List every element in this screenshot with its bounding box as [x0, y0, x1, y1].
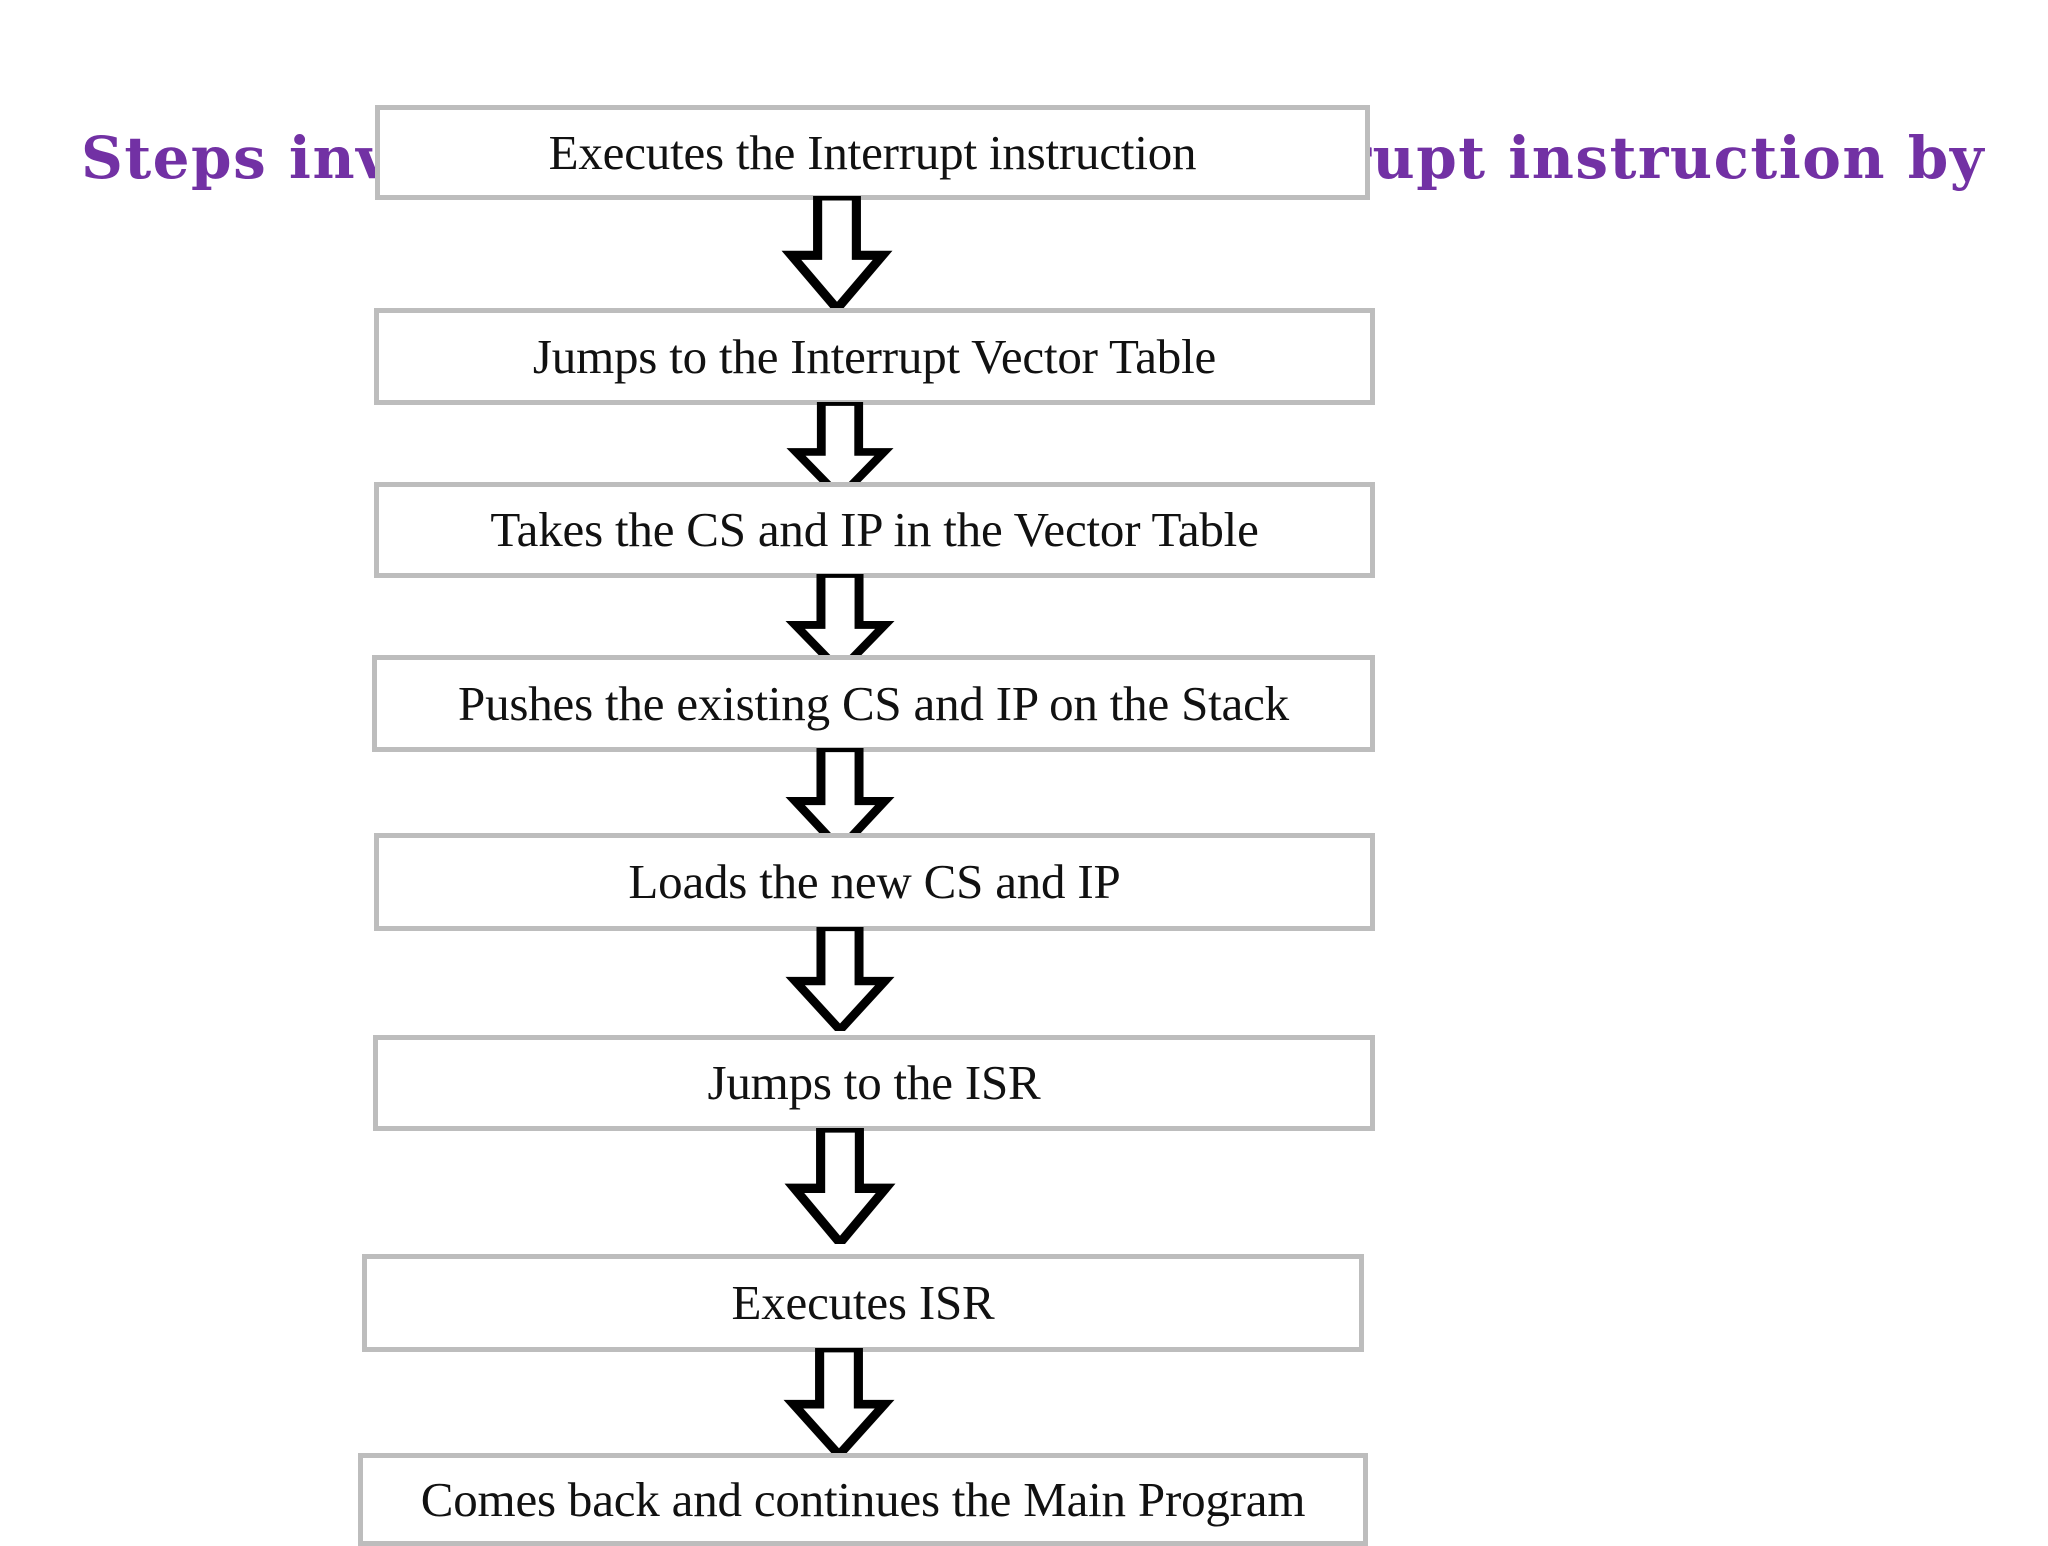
down-arrow-icon-1 — [780, 196, 894, 310]
down-arrow-icon-6 — [783, 1128, 897, 1244]
flow-step-label-3: Takes the CS and IP in the Vector Table — [490, 502, 1259, 558]
flow-step-box-5[interactable]: Loads the new CS and IP — [374, 833, 1375, 931]
flow-step-label-6: Jumps to the ISR — [707, 1055, 1041, 1111]
down-arrow-icon-7 — [782, 1348, 896, 1456]
flow-step-label-1: Executes the Interrupt instruction — [548, 124, 1197, 180]
flow-step-box-3[interactable]: Takes the CS and IP in the Vector Table — [374, 482, 1375, 578]
down-arrow-icon-3 — [784, 574, 896, 672]
down-arrow-icon-4 — [784, 748, 896, 850]
flow-step-label-8: Comes back and continues the Main Progra… — [420, 1471, 1306, 1527]
down-arrow-icon-5 — [784, 927, 896, 1031]
flow-step-box-4[interactable]: Pushes the existing CS and IP on the Sta… — [372, 655, 1375, 752]
flow-step-label-7: Executes ISR — [731, 1275, 995, 1331]
flow-step-box-8[interactable]: Comes back and continues the Main Progra… — [358, 1453, 1368, 1546]
flow-step-box-2[interactable]: Jumps to the Interrupt Vector Table — [374, 308, 1375, 405]
flow-step-label-2: Jumps to the Interrupt Vector Table — [532, 328, 1217, 384]
flow-step-label-5: Loads the new CS and IP — [628, 854, 1121, 910]
down-arrow-icon-2 — [785, 402, 895, 498]
flow-step-box-7[interactable]: Executes ISR — [362, 1254, 1364, 1352]
flow-step-box-1[interactable]: Executes the Interrupt instruction — [375, 105, 1370, 200]
flow-step-label-4: Pushes the existing CS and IP on the Sta… — [458, 675, 1289, 731]
flow-step-box-6[interactable]: Jumps to the ISR — [373, 1035, 1375, 1131]
